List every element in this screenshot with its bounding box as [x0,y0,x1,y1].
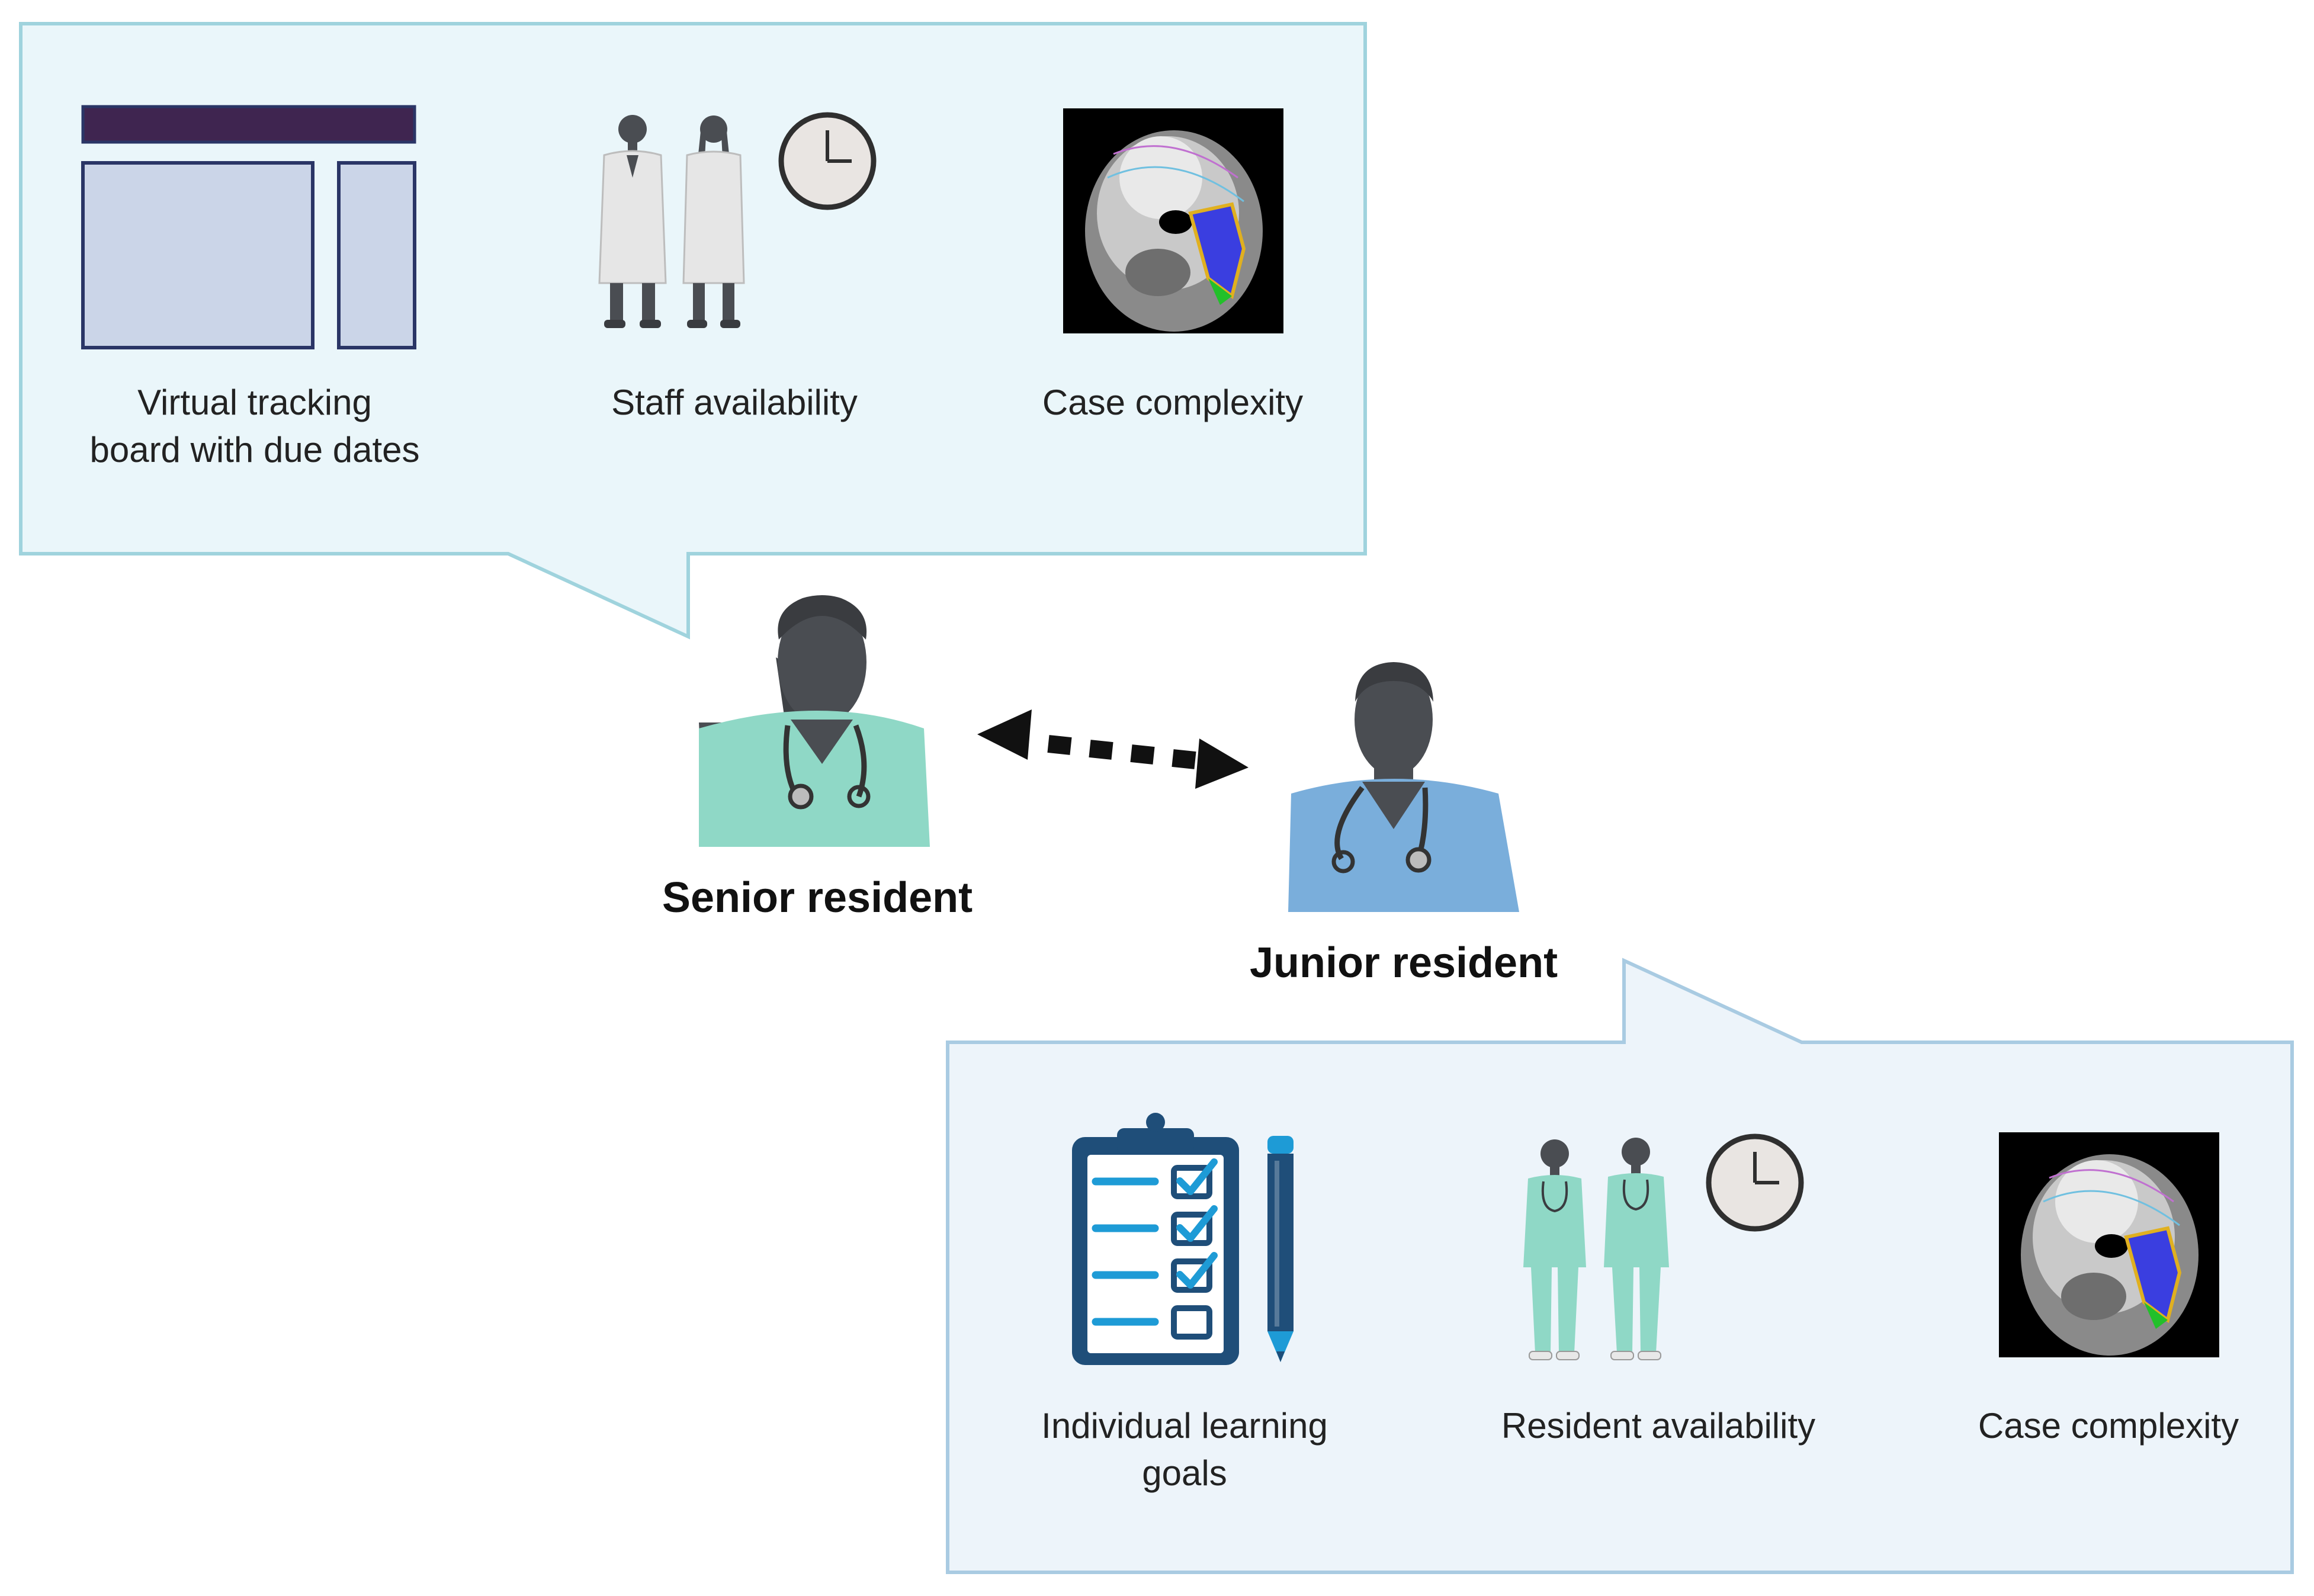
staff-availability-label: Staff availability [611,383,858,422]
ct-scan-image-bottom [1999,1132,2219,1357]
checklist-pencil-icon [1072,1113,1294,1365]
board-label-line2: board with due dates [89,430,420,470]
ct-scan-image [1063,108,1283,333]
residents-icon [1523,1138,1669,1360]
case-complexity-label-top: Case complexity [1042,383,1304,422]
senior-resident-figure [699,595,930,847]
senior-resident-label: Senior resident [662,874,973,921]
board-label: Virtual tracking board with due dates [59,379,450,474]
case-complexity-label-bottom: Case complexity [1978,1406,2239,1446]
board-label-line1: Virtual tracking [137,383,372,422]
bidirectional-dashed-arrow [977,709,1249,789]
tracking-board-icon [81,105,416,349]
clock-icon [778,112,877,210]
junior-resident-label: Junior resident [1249,939,1558,987]
clock-icon-bottom [1706,1133,1804,1232]
resident-availability-label: Resident availability [1501,1406,1816,1446]
learning-goals-line2: goals [1142,1453,1227,1493]
staff-doctors-icon [598,115,745,328]
learning-goals-label: Individual learning goals [1007,1402,1362,1497]
learning-goals-line1: Individual learning [1041,1406,1328,1446]
junior-resident-figure [1288,662,1519,912]
